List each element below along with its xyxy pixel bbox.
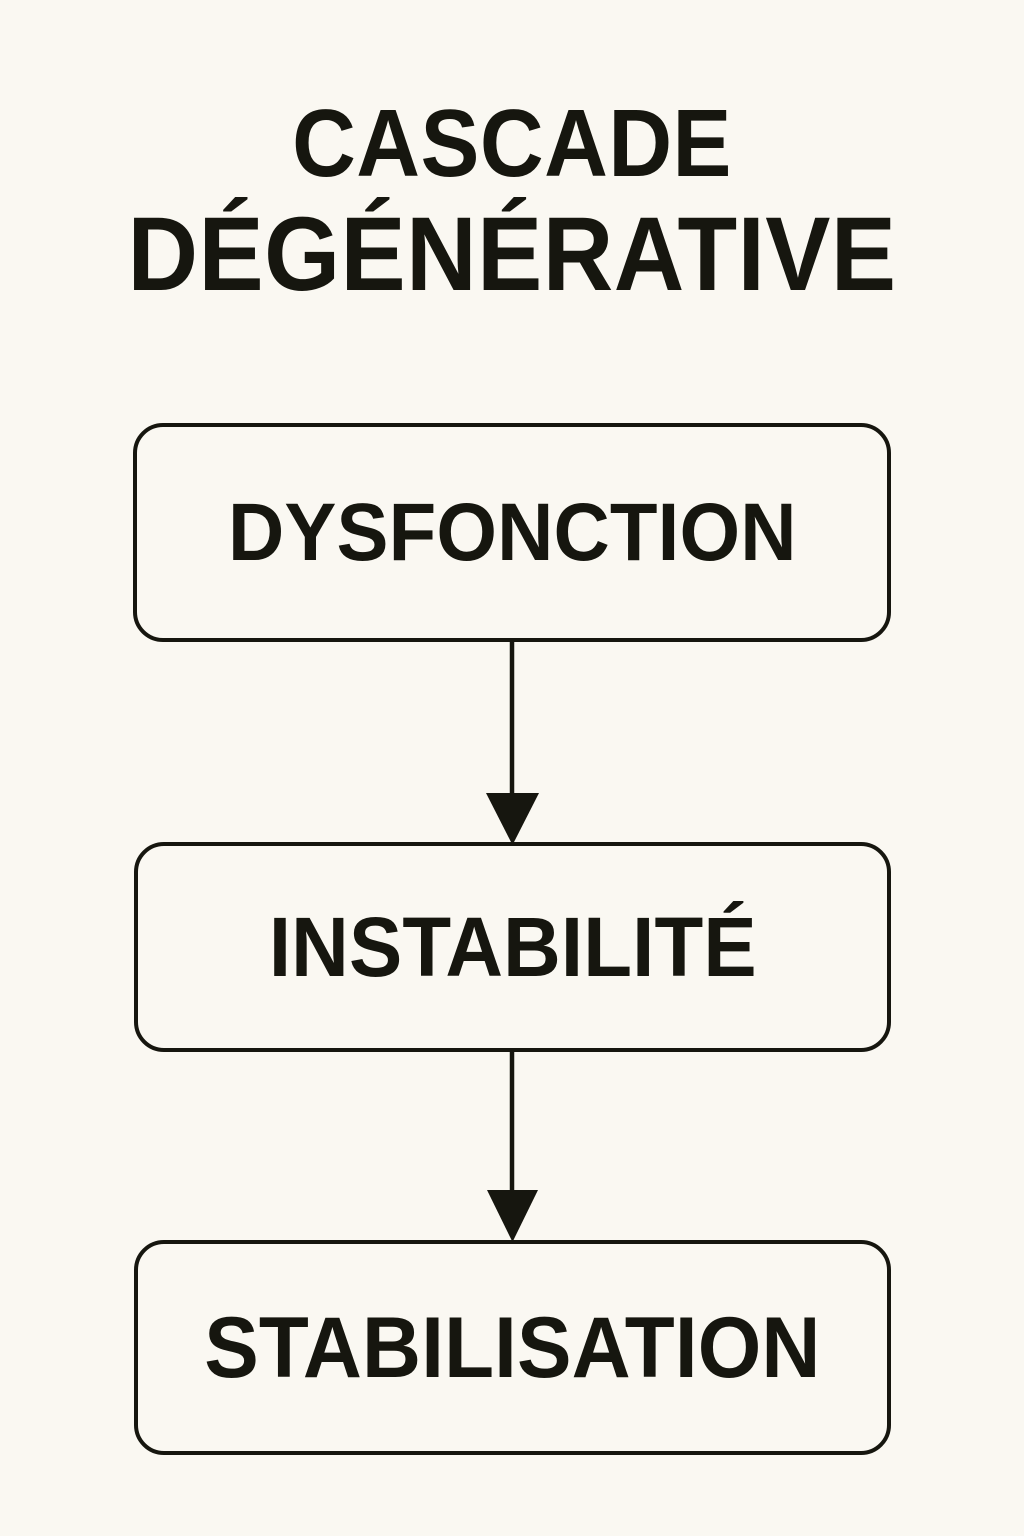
flow-node-stabilisation[interactable]: STABILISATION	[134, 1240, 891, 1455]
title-line-degenerative: DÉGÉNÉRATIVE	[127, 196, 897, 313]
flow-node-instabilite[interactable]: INSTABILITÉ	[134, 842, 891, 1052]
flow-node-label: STABILISATION	[204, 1299, 821, 1396]
arrow-dysfonction-to-instabilite	[486, 642, 539, 845]
arrow-instabilite-to-stabilisation	[487, 1052, 538, 1242]
flow-node-label: INSTABILITÉ	[268, 900, 757, 994]
flow-node-label: DYSFONCTION	[227, 486, 797, 578]
poster-title: CASCADE DÉGÉNÉRATIVE	[0, 90, 1024, 313]
title-line-cascade: CASCADE	[292, 90, 732, 197]
flow-node-dysfonction[interactable]: DYSFONCTION	[133, 423, 891, 642]
